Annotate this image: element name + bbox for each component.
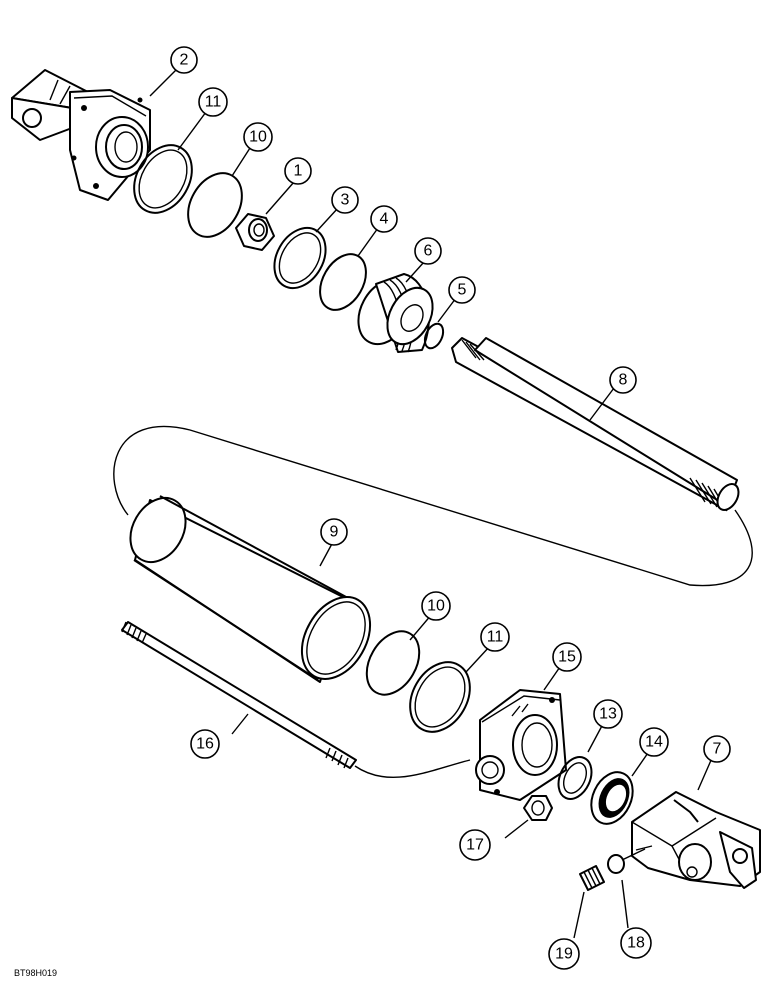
figure-code: BT98H019 xyxy=(14,968,57,978)
callout-11-top: 11 xyxy=(198,87,228,117)
callout-10-top: 10 xyxy=(243,122,273,152)
callout-label: 8 xyxy=(619,372,628,389)
leader-lines xyxy=(149,69,713,939)
part-17-nut xyxy=(523,795,553,821)
callout-2: 2 xyxy=(170,46,198,74)
part-19-set-screw xyxy=(579,865,605,891)
callout-3: 3 xyxy=(331,186,359,214)
callout-label: 2 xyxy=(180,52,189,69)
callout-label: 17 xyxy=(466,837,484,854)
group-line-upper xyxy=(113,425,753,587)
part-13-ring xyxy=(557,756,593,800)
callout-16: 16 xyxy=(190,729,220,759)
callout-label: 10 xyxy=(249,129,267,146)
callout-19: 19 xyxy=(548,938,580,970)
callout-10-lower: 10 xyxy=(421,591,451,621)
callout-11-lower: 11 xyxy=(480,622,510,652)
callout-label: 7 xyxy=(713,741,722,758)
callout-4: 4 xyxy=(370,205,398,233)
callout-15: 15 xyxy=(552,642,582,672)
part-5-small-o-ring xyxy=(423,322,445,350)
callout-label: 3 xyxy=(341,192,350,209)
part-16-tie-rod xyxy=(121,621,357,769)
part-11-seal-ring-top xyxy=(133,144,193,214)
callout-label: 18 xyxy=(627,935,645,952)
part-18-ball xyxy=(607,848,646,874)
part-3-ring xyxy=(273,226,327,290)
callout-13: 13 xyxy=(593,699,623,729)
callout-5: 5 xyxy=(448,276,476,304)
part-6-piston xyxy=(357,273,434,353)
callout-6: 6 xyxy=(414,237,442,265)
callout-label: 6 xyxy=(424,243,433,260)
part-11-seal-ring-lower xyxy=(409,661,471,733)
callout-label: 9 xyxy=(330,524,339,541)
callout-label: 5 xyxy=(458,282,467,299)
callout-label: 10 xyxy=(427,598,445,615)
part-2-barrel-end xyxy=(11,69,151,201)
callout-label: 11 xyxy=(487,629,504,646)
part-14-wiper-seal xyxy=(590,771,634,825)
callout-17: 17 xyxy=(459,829,491,861)
callout-label: 1 xyxy=(294,163,303,180)
part-4-o-ring xyxy=(319,253,367,311)
callout-label: 4 xyxy=(380,211,389,228)
callout-label: 14 xyxy=(645,734,663,751)
part-7-rod-clevis xyxy=(631,791,761,889)
callout-1: 1 xyxy=(284,157,312,185)
part-1-nut xyxy=(235,213,275,251)
callout-label: 11 xyxy=(205,94,222,111)
callout-8: 8 xyxy=(609,366,637,394)
callout-label: 19 xyxy=(555,946,573,963)
callout-label: 15 xyxy=(558,649,576,666)
callout-14: 14 xyxy=(639,727,669,757)
callout-18: 18 xyxy=(620,927,652,959)
part-10-o-ring-lower xyxy=(365,630,421,696)
callout-label: 13 xyxy=(599,706,617,723)
group-line-lower xyxy=(354,759,471,779)
callout-9: 9 xyxy=(320,518,348,546)
part-8-piston-rod xyxy=(451,337,740,512)
callout-label: 16 xyxy=(196,736,214,753)
part-15-rod-end-cap xyxy=(475,689,567,801)
part-9-barrel-tube xyxy=(129,495,372,683)
callout-7: 7 xyxy=(703,735,731,763)
